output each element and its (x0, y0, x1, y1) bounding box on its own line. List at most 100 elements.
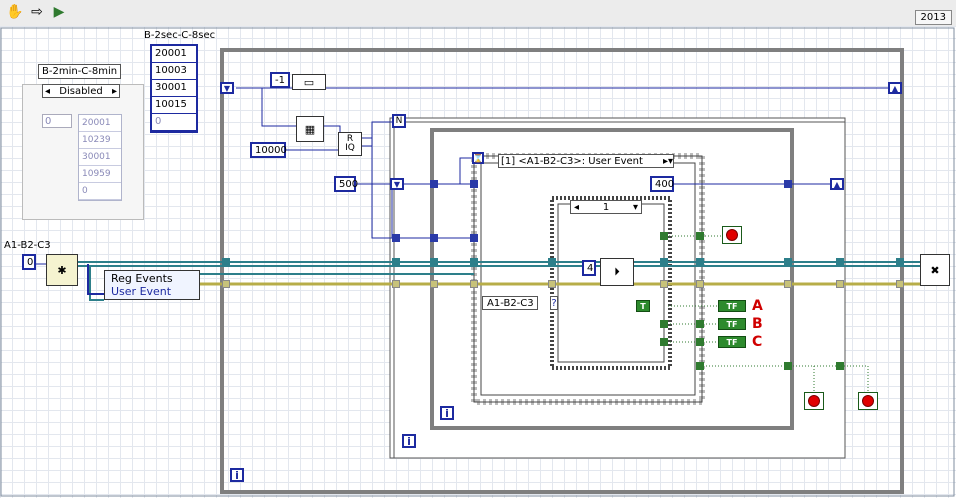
block-diagram: B-2sec-C-8sec 20001 10003 30001 10015 0 … (0, 26, 956, 498)
iteration-terminal: i (440, 406, 454, 420)
tunnel (696, 320, 704, 328)
tunnel (896, 258, 904, 266)
tunnel (784, 180, 792, 188)
tunnel (392, 280, 400, 288)
tunnel (660, 320, 668, 328)
tunnel (660, 280, 668, 288)
stop-icon[interactable] (858, 392, 878, 410)
tunnel (470, 258, 478, 266)
indicator-c: TF (718, 336, 746, 348)
tunnel (430, 280, 438, 288)
reg-events-node[interactable]: Reg Events User Event (104, 270, 200, 300)
tunnel (548, 280, 556, 288)
loop-count-terminal: N (392, 114, 406, 128)
tunnel (696, 280, 704, 288)
tunnel (548, 258, 556, 266)
tunnel (896, 280, 904, 288)
b2sec-label: B-2sec-C-8sec (144, 30, 216, 41)
b2min-value-3[interactable]: 10959 (79, 166, 121, 183)
indicator-b-label: B (752, 316, 763, 332)
b2min-value-1[interactable]: 10239 (79, 132, 121, 149)
shift-register-up-icon: ▲ (830, 178, 844, 190)
event-selector-label: [1] <A1-B2-C3>: User Event (501, 155, 643, 167)
tunnel (222, 258, 230, 266)
reg-events-event: User Event (111, 285, 172, 298)
b2sec-value-4[interactable]: 0 (152, 114, 196, 131)
tunnel (696, 338, 704, 346)
shift-register-down-icon: ▼ (220, 82, 234, 94)
event-data-node: A1-B2-C3 (482, 296, 538, 310)
indicator-a: TF (718, 300, 746, 312)
timeout-hourglass-icon: ⌛ (472, 152, 484, 164)
b2sec-value-0[interactable]: 20001 (152, 46, 196, 63)
quotient-iq-label: IQ (345, 143, 355, 153)
b2min-value-4[interactable]: 0 (79, 183, 121, 200)
neg1-constant[interactable]: -1 (270, 72, 290, 88)
b2min-label: B-2min-C-8min (38, 64, 122, 79)
hand-icon[interactable]: ✋ (6, 4, 24, 20)
b2min-ring[interactable]: ◂ Disabled ▸ (42, 84, 120, 98)
tunnel (784, 362, 792, 370)
tunnel (660, 232, 668, 240)
b2sec-value-1[interactable]: 10003 (152, 63, 196, 80)
case-chevron-icon[interactable]: ▾ (632, 201, 638, 213)
true-constant[interactable]: T (636, 300, 650, 312)
a1-label: A1-B2-C3 (4, 240, 51, 251)
chevron-down-icon[interactable]: ▸▾ (662, 155, 673, 167)
stop-icon[interactable] (722, 226, 742, 244)
c500-constant[interactable]: 500 (334, 176, 358, 192)
indicator-a-label: A (752, 298, 763, 314)
tunnel (470, 280, 478, 288)
tunnel (784, 258, 792, 266)
b2sec-array[interactable]: 20001 10003 30001 10015 0 (150, 44, 198, 133)
create-user-event-node[interactable]: ✱ (46, 254, 78, 286)
tunnel (430, 234, 438, 242)
tunnel (784, 280, 792, 288)
b2min-index[interactable]: 0 (42, 114, 72, 128)
generate-user-event-node[interactable]: ⏵ (600, 258, 634, 286)
stop-icon[interactable] (804, 392, 824, 410)
tunnel (660, 258, 668, 266)
ring-right-icon[interactable]: ▸ (111, 85, 117, 97)
tunnel (696, 258, 704, 266)
tunnel (222, 280, 230, 288)
version-badge: 2013 (914, 10, 952, 25)
b2sec-value-2[interactable]: 30001 (152, 80, 196, 97)
iteration-terminal: i (402, 434, 416, 448)
destroy-user-event-node[interactable]: ✖ (920, 254, 950, 286)
c400-constant[interactable]: 400 (650, 176, 674, 192)
b2min-value-0[interactable]: 20001 (79, 115, 121, 132)
case-selector-label: 1 (602, 201, 610, 213)
c4-constant[interactable]: 4 (582, 260, 596, 276)
tunnel (836, 258, 844, 266)
tunnel (470, 180, 478, 188)
tunnel (836, 362, 844, 370)
index-array-node[interactable]: ▦ (296, 116, 324, 142)
tunnel (660, 338, 668, 346)
tunnel (430, 180, 438, 188)
reg-events-title: Reg Events (111, 272, 173, 285)
b2min-value-2[interactable]: 30001 (79, 149, 121, 166)
indicator-b: TF (718, 318, 746, 330)
run-icon[interactable]: ▶ (53, 4, 65, 20)
tunnel (836, 280, 844, 288)
a1-control[interactable]: 0 (22, 254, 36, 270)
array-subset-node[interactable]: ▭ (292, 74, 326, 90)
b2sec-value-3[interactable]: 10015 (152, 97, 196, 114)
b2min-array[interactable]: 20001 10239 30001 10959 0 (78, 114, 122, 201)
tunnel (696, 232, 704, 240)
tunnel (696, 362, 704, 370)
arrow-icon[interactable]: ⇨ (31, 4, 43, 20)
toolbar: ✋ ⇨ ▶ 2013 (0, 0, 956, 26)
event-selector[interactable]: [1] <A1-B2-C3>: User Event ▸▾ (498, 154, 674, 168)
shift-register-up-icon: ▲ (888, 82, 902, 94)
quotient-remainder-node[interactable]: R IQ (338, 132, 362, 156)
c10000-constant[interactable]: 10000 (250, 142, 287, 158)
ring-value: Disabled (59, 85, 103, 97)
case-left-icon[interactable]: ◂ (574, 201, 580, 213)
tunnel (392, 258, 400, 266)
shift-register-down-icon: ▼ (390, 178, 404, 190)
ring-left-icon[interactable]: ◂ (45, 85, 51, 97)
case-selector[interactable]: ◂ 1 ▾ (570, 200, 642, 214)
tunnel (430, 258, 438, 266)
